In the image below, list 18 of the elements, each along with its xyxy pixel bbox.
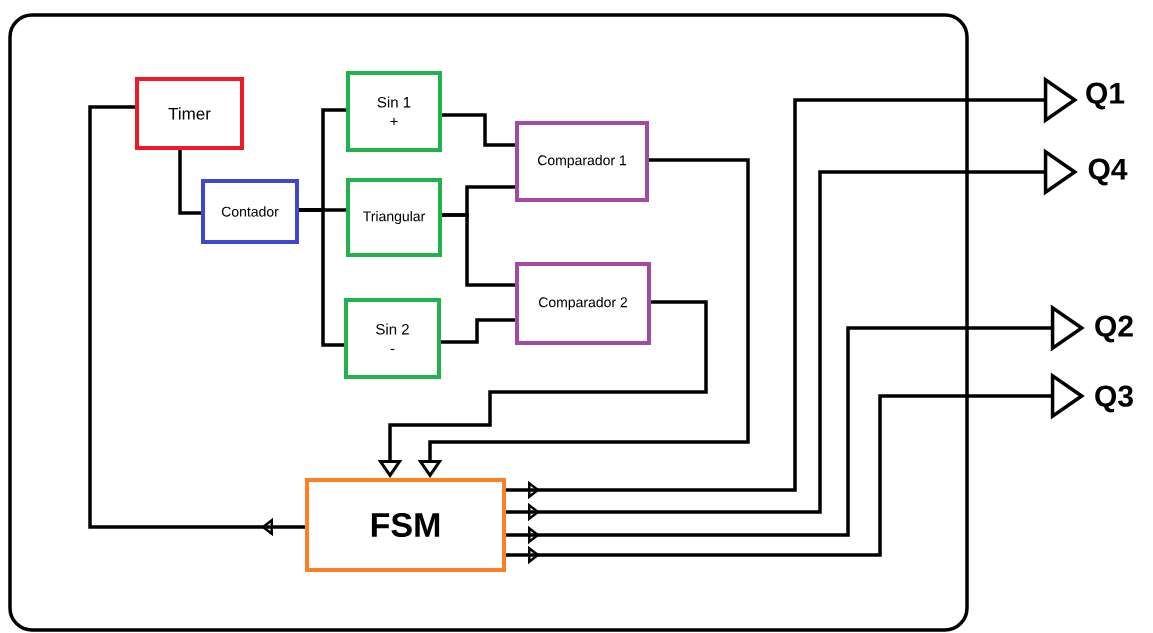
output-label: Q3 bbox=[1095, 385, 1133, 413]
process-box: FSM bbox=[305, 478, 506, 572]
process-box: Sin 1 + bbox=[346, 71, 442, 152]
process-box: Contador bbox=[201, 179, 299, 244]
process-box: Sin 2 - bbox=[344, 298, 441, 379]
output-label: Q1 bbox=[1086, 82, 1125, 110]
connector-line bbox=[442, 213, 515, 287]
process-box: Triangular bbox=[346, 178, 442, 257]
connector-line bbox=[441, 318, 515, 344]
output-label: Q4 bbox=[1088, 158, 1128, 186]
process-box: Timer bbox=[135, 77, 244, 150]
process-box: Comparador 2 bbox=[515, 262, 651, 345]
connector-line bbox=[442, 113, 515, 147]
output-label: Q2 bbox=[1095, 315, 1133, 343]
arrow bbox=[88, 105, 305, 537]
process-box: Comparador 1 bbox=[515, 121, 649, 202]
connector-line bbox=[299, 208, 344, 347]
connector-line bbox=[178, 150, 201, 215]
